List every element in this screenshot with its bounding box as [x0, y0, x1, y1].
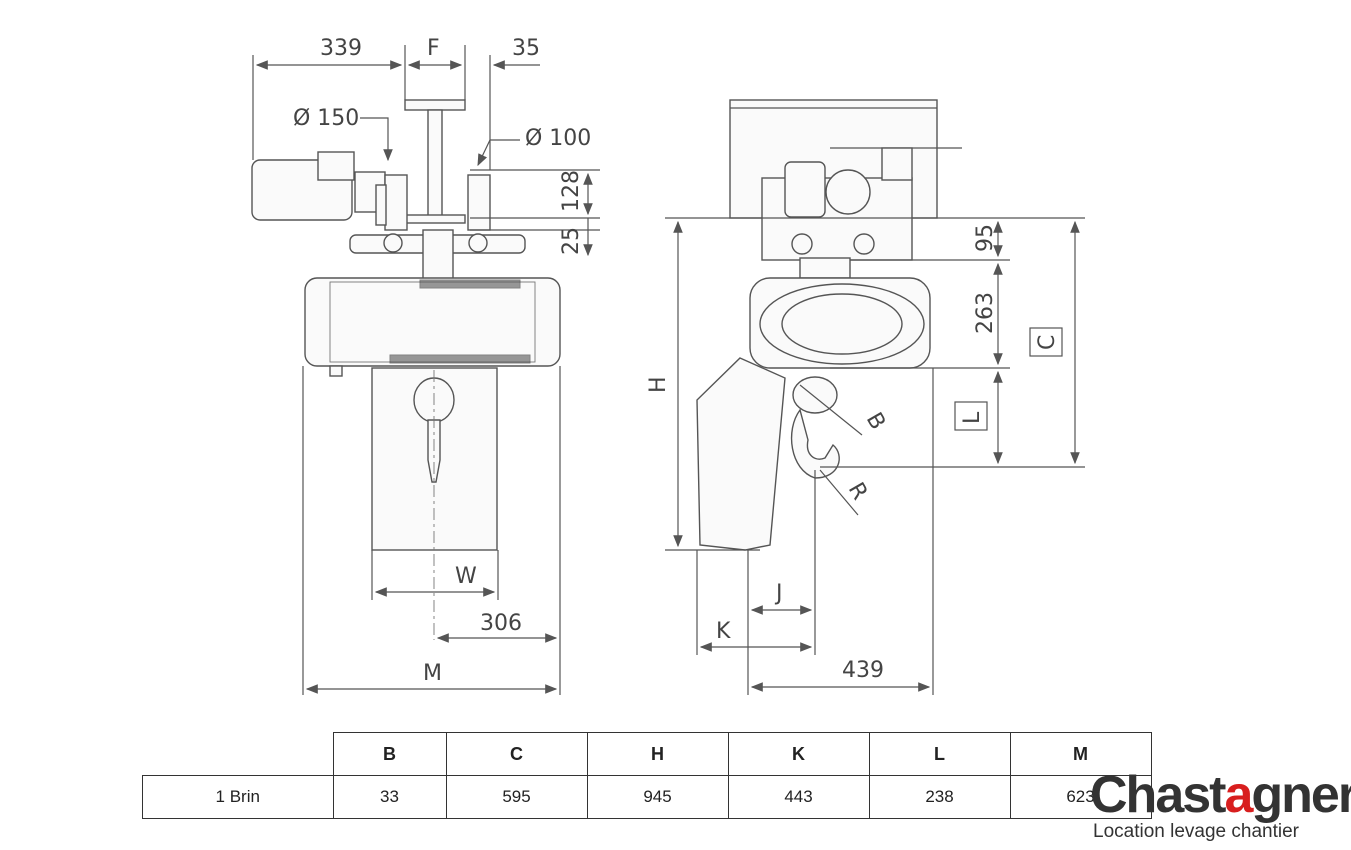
dim-c: C: [1035, 335, 1060, 350]
chastagner-logo: Chastagner Location levage chantier: [1090, 765, 1351, 845]
table-header-k: K: [727, 732, 870, 776]
dim-m: M: [423, 661, 442, 686]
dim-128: 128: [559, 170, 584, 212]
dim-j: J: [774, 581, 783, 606]
dim-w: W: [455, 564, 477, 589]
dim-25: 25: [559, 227, 584, 255]
dim-diameter-150: Ø 150: [293, 106, 359, 131]
side-view: [696, 99, 962, 551]
table-header-b: B: [332, 732, 447, 776]
dim-263: 263: [973, 292, 998, 334]
table-corner-cell: [142, 732, 334, 776]
dim-306: 306: [480, 611, 522, 636]
table-cell-l: 238: [868, 775, 1011, 819]
dim-f: F: [427, 36, 440, 61]
table-row-label: 1 Brin: [142, 775, 334, 819]
table-cell-m: 623: [1009, 775, 1152, 819]
table-header-c: C: [445, 732, 588, 776]
table-cell-c: 595: [445, 775, 588, 819]
dim-h: H: [646, 376, 671, 393]
dim-339: 339: [320, 36, 362, 61]
dimensions-table: B C H K L M 1 Brin 33 595 945 443 238 62…: [142, 732, 1152, 819]
logo-accent-letter: a: [1224, 766, 1253, 824]
logo-tagline: Location levage chantier: [1093, 821, 1299, 842]
dim-95: 95: [973, 224, 998, 252]
table-header-l: L: [868, 732, 1011, 776]
technical-drawing: 339 F 35 Ø 150 Ø 100 128 25 W 306 M: [251, 36, 1085, 695]
dim-r: R: [843, 479, 872, 505]
dim-l: L: [960, 411, 985, 424]
table-cell-b: 33: [332, 775, 447, 819]
table-header-m: M: [1009, 732, 1152, 776]
table-cell-k: 443: [727, 775, 870, 819]
front-view: [251, 99, 561, 640]
table-row: 1 Brin 33 595 945 443 238 623: [142, 775, 1152, 819]
dim-439: 439: [842, 658, 884, 683]
dim-k: K: [716, 619, 731, 644]
table-cell-h: 945: [586, 775, 729, 819]
dim-35: 35: [512, 36, 540, 61]
side-view-dimensions: [665, 217, 1085, 695]
table-header-row: B C H K L M: [142, 732, 1152, 776]
logo-wordmark: Chastagner: [1090, 766, 1351, 824]
dim-b: B: [861, 409, 890, 435]
table-header-h: H: [586, 732, 729, 776]
dim-diameter-100: Ø 100: [525, 126, 591, 151]
front-view-dimensions: [252, 45, 600, 695]
